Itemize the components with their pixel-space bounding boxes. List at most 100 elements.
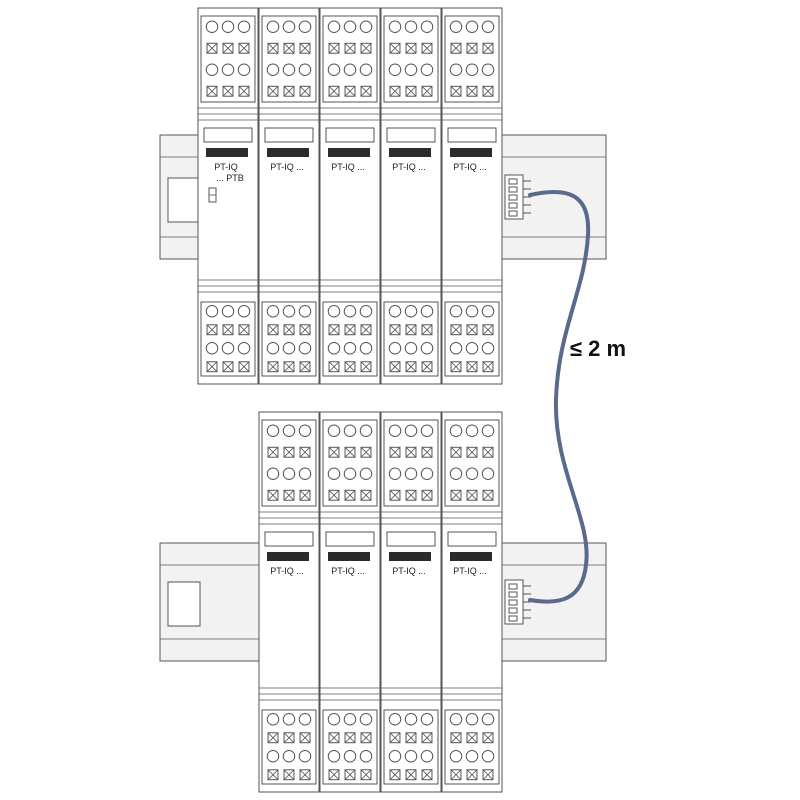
module-label: PT-IQ ... [392, 162, 426, 172]
terminal-hole [266, 749, 280, 763]
release-button-mark [360, 86, 372, 97]
marker-field [447, 531, 497, 547]
terminal-hole [343, 20, 357, 34]
module-label: PT-IQ ... [331, 566, 365, 576]
release-button-mark [405, 769, 417, 780]
terminal-hole [449, 467, 463, 481]
terminal-hole [343, 749, 357, 763]
terminal-hole [449, 341, 463, 355]
terminal-hole [449, 304, 463, 318]
release-button-mark [299, 86, 311, 97]
terminal-hole [404, 63, 418, 77]
top-terminal-block [444, 15, 500, 103]
terminal-hole [221, 20, 235, 34]
connector-pin [508, 186, 518, 193]
terminal-hole [298, 341, 312, 355]
terminal-hole [388, 20, 402, 34]
connection-cable [528, 189, 591, 604]
release-button-mark [222, 361, 234, 372]
release-button-mark [421, 43, 433, 54]
release-button-mark [482, 769, 494, 780]
terminal-hole [465, 424, 479, 438]
terminal-hole [404, 304, 418, 318]
release-button-mark [421, 732, 433, 743]
terminal-hole [359, 712, 373, 726]
terminal-hole [343, 341, 357, 355]
terminal-hole [388, 749, 402, 763]
release-button-mark [360, 490, 372, 501]
pt-iq-ptb-module: PT-IQ... PTB [197, 7, 259, 385]
release-button-mark [421, 490, 433, 501]
terminal-hole [343, 712, 357, 726]
top-terminal-block [383, 419, 439, 507]
release-button-mark [360, 361, 372, 372]
brand-logo [267, 552, 309, 561]
module-label: PT-IQ ... [453, 566, 487, 576]
terminal-hole [221, 341, 235, 355]
terminal-hole [449, 20, 463, 34]
terminal-hole [298, 304, 312, 318]
release-button-mark [389, 361, 401, 372]
terminal-hole [298, 63, 312, 77]
release-button-mark [328, 324, 340, 335]
release-button-mark [299, 324, 311, 335]
terminal-hole [266, 304, 280, 318]
terminal-hole [266, 712, 280, 726]
brand-logo [206, 148, 248, 157]
connector-pin [508, 202, 518, 209]
release-button-mark [222, 324, 234, 335]
release-button-mark [299, 43, 311, 54]
release-button-mark [344, 490, 356, 501]
release-button-mark [450, 447, 462, 458]
release-button-mark [344, 324, 356, 335]
release-button-mark [421, 769, 433, 780]
brand-logo [328, 148, 370, 157]
marker-field [447, 127, 497, 143]
terminal-hole [282, 749, 296, 763]
terminal-hole [282, 424, 296, 438]
release-button-mark [389, 86, 401, 97]
terminal-hole [359, 749, 373, 763]
top-terminal-block [261, 15, 317, 103]
bottom-terminal-block [383, 709, 439, 785]
terminal-hole [298, 749, 312, 763]
terminal-hole [282, 20, 296, 34]
release-button-mark [389, 769, 401, 780]
distance-label: ≤ 2 m [570, 336, 626, 361]
connector-pin [508, 607, 518, 614]
release-button-mark [482, 43, 494, 54]
terminal-hole [465, 712, 479, 726]
release-button-mark [344, 361, 356, 372]
terminal-hole [465, 304, 479, 318]
connector-pin [508, 599, 518, 606]
release-button-mark [360, 43, 372, 54]
release-button-mark [267, 732, 279, 743]
terminal-hole [343, 467, 357, 481]
terminal-hole [359, 341, 373, 355]
terminal-hole [420, 467, 434, 481]
brand-logo [450, 148, 492, 157]
bottom-terminal-block [444, 301, 500, 377]
terminal-hole [420, 341, 434, 355]
release-button-mark [466, 732, 478, 743]
release-button-mark [328, 490, 340, 501]
release-button-mark [450, 732, 462, 743]
end-bracket [167, 177, 201, 223]
connector-pin [508, 194, 518, 201]
connector-pin [508, 591, 518, 598]
release-button-mark [360, 324, 372, 335]
marker-field [386, 531, 436, 547]
terminal-hole [465, 749, 479, 763]
release-button-mark [344, 769, 356, 780]
terminal-hole [359, 63, 373, 77]
release-button-mark [283, 447, 295, 458]
terminal-hole [481, 20, 495, 34]
terminal-hole [205, 20, 219, 34]
terminal-hole [420, 304, 434, 318]
release-button-mark [328, 732, 340, 743]
brand-logo [267, 148, 309, 157]
terminal-hole [465, 341, 479, 355]
release-button-mark [466, 324, 478, 335]
terminal-hole [481, 749, 495, 763]
